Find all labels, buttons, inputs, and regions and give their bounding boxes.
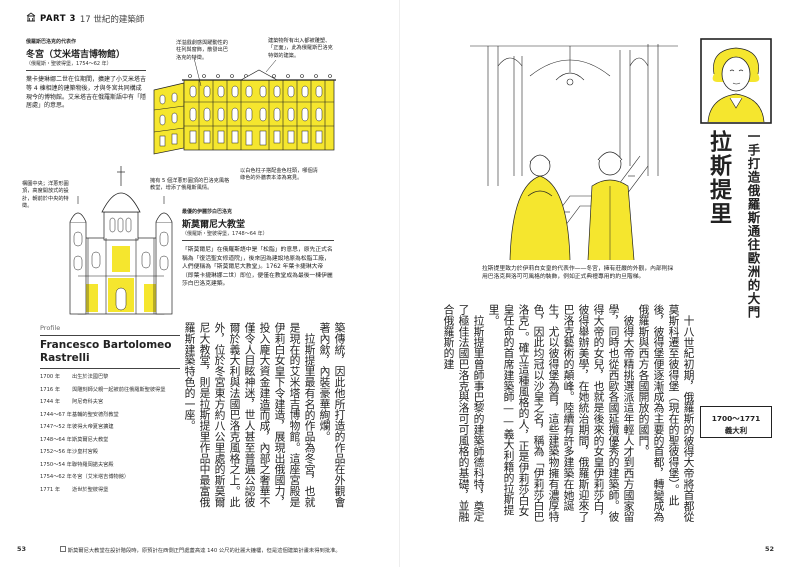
staircase-caption: 拉斯提里致力於伊莉白女皇的代表作——冬宮，擁有莊嚴的外觀，內部則採用巴洛克與洛可… [482, 266, 674, 281]
timeline-event: 基輔的聖安德烈教堂 [72, 411, 119, 418]
timeline-event: 彼得大帝夏宮擴建 [72, 424, 114, 430]
timeline-event: 與雕刻師父親一起被前往俄羅斯聖彼得堡 [72, 386, 166, 393]
timeline-row: 1716 年 與雕刻師父親一起被前往俄羅斯聖彼得堡 [40, 387, 180, 393]
timeline-row: 1752～56 年沙皇村宮殿 [40, 449, 180, 455]
timeline-row: 1744～67 年基輔的聖安德烈教堂 [40, 412, 180, 418]
timeline-year: 1716 年 [40, 386, 61, 393]
footnote: 斯莫爾尼大教堂在設計階段時，原預計在西側正門處蓋高達 140 公尺的壯麗大鐘樓，… [60, 546, 360, 554]
timeline-year: 1752～56 年 [40, 449, 72, 455]
architect-years: 1700～1771 [711, 414, 761, 423]
timeline-event: 斯莫爾尼大教堂 [72, 436, 109, 443]
architect-name: 拉斯提里 [706, 130, 731, 226]
timeline-year: 1747～52 年 [40, 424, 72, 430]
right-paragraph-3: 拉斯提里曾師事巴黎的建築師德科特，奠定了極佳法國巴洛克與洛可可風格的基礎，並融合… [442, 304, 485, 522]
timeline-year: 1750～54 年 [40, 461, 72, 468]
profile-timeline: 1700 年 出生於法國巴黎 1716 年 與雕刻師父親一起被前往俄羅斯聖彼得堡 174… [40, 374, 180, 499]
architect-tagline-area: 一手打造俄羅斯通往歐洲的大門 [740, 130, 766, 370]
timeline-row: 1771 年 逝世於聖彼得堡 [40, 487, 180, 493]
timeline-year: 1748～64 年 [40, 436, 72, 443]
building-icon [26, 12, 36, 25]
architect-name-area: 拉斯提里 [700, 130, 736, 380]
timeline-event: 沙皇村宮殿 [72, 449, 98, 455]
rastrelli-portrait [700, 38, 772, 124]
timeline-event: 逝世於聖彼得堡 [72, 486, 109, 493]
timeline-event: 冬宮（艾米塔吉博物館） [72, 474, 130, 480]
smolny-label: 最優的伊麗莎白巴洛克 [182, 209, 233, 215]
architect-years-box: 1700～1771 義大利 [700, 406, 772, 438]
timeline-row: 1748～64 年斯莫爾尼大教堂 [40, 437, 180, 443]
smolny-cathedral-illustration [69, 166, 173, 315]
chapter-label: 17 世紀的建築師 [79, 14, 145, 25]
winter-palace-body: 葉卡捷琳娜二世在位期間，擴建了小艾米塔吉等 4 棟相連的建築物後，才與冬宮共同構… [26, 76, 147, 110]
winter-palace-label: 俄羅斯巴洛克的代表作 [26, 39, 77, 45]
page-header: PART 3 17 世紀的建築師 [26, 12, 144, 25]
timeline-event: 聯特羅岡諾夫宮殿 [72, 461, 114, 468]
timeline-row: 1744 年 阿尼奇科夫宮 [40, 399, 180, 405]
footnote-text: 斯莫爾尼大教堂在設計階段時，原預計在西側正門處蓋高達 140 公尺的壯麗大鐘樓，… [67, 548, 341, 554]
timeline-year: 1744～67 年 [40, 411, 72, 418]
footnote-mark-icon [60, 546, 68, 554]
architect-nationality: 義大利 [724, 426, 748, 435]
profile-box: Profile Francesco Bartolomeo Rastrelli 1… [40, 324, 180, 514]
profile-name: Francesco Bartolomeo Rastrelli [40, 339, 172, 364]
smolny-note-domes: 構圖中央；洋蔥形圓頂，高度開放式的設計，朝前於中央的特徵。 [22, 181, 69, 210]
profile-label: Profile [40, 324, 61, 332]
timeline-row: 1750～54 年聯特羅岡諾夫宮殿 [40, 462, 180, 468]
palace-note-roof: 建築物所有出入都被雕塑、「正面」，此為俄羅斯巴洛克特徵的建築。 [268, 38, 333, 59]
smolny-title: 斯莫爾尼大教堂 [182, 220, 246, 230]
timeline-event: 出生於法國巴黎 [72, 374, 109, 380]
left-paragraph-1: 築傳統，因此他所打造的作品在外觀會著內歛，內裝豪華絢爛。 [318, 322, 346, 508]
timeline-row: 1747～52 年彼得大帝夏宮擴建 [40, 424, 180, 430]
part-label: PART 3 [40, 13, 76, 24]
timeline-row: 1754～62 年冬宮（艾米塔吉博物館） [40, 474, 180, 480]
winter-palace-meta: （俄羅斯・聖彼得堡，1754～62 年） [26, 61, 146, 71]
timeline-row: 1700 年 出生於法國巴黎 [40, 374, 180, 380]
page-number-right: 52 [765, 545, 775, 553]
left-paragraph-2: 拉斯提里最有名的作品為冬宮，也就是現在的艾米塔吉博物館。這座宮殿是伊莉白女皇下令… [183, 322, 316, 508]
right-page-body: 十八世紀初期，俄羅斯的彼得大帝將首都從莫斯科遷至彼得堡（現在的聖彼得堡）。此後，… [442, 304, 696, 524]
timeline-year: 1744 年 [40, 399, 61, 405]
smolny-note-tower: 擁有 5 個洋蔥形圓頂的巴洛克風格教堂，增添了俄羅斯風情。 [150, 178, 230, 192]
winter-palace-illustration [153, 57, 336, 155]
right-paragraph-1: 十八世紀初期，俄羅斯的彼得大帝將首都從莫斯科遷至彼得堡（現在的聖彼得堡）。此後，… [637, 304, 695, 522]
timeline-year: 1771 年 [40, 486, 61, 493]
right-paragraph-2: 彼得大帝精挑選派這年輕人才到西方國家留學，同時也從西歐各國延攬優秀的建築師。彼得… [487, 304, 635, 522]
jordan-staircase-illustration [470, 44, 678, 260]
timeline-event: 阿尼奇科夫宮 [72, 399, 104, 405]
architect-tagline: 一手打造俄羅斯通往歐洲的大門 [745, 130, 761, 319]
timeline-year: 1700 年 [40, 374, 61, 380]
palace-note-windows: 洋溢戲劇感與躍動性的柱列與窗飾，散發出巴洛克的特徵。 [176, 40, 228, 61]
timeline-year: 1754～62 年 [40, 474, 72, 480]
smolny-block: 最優的伊麗莎白巴洛克 斯莫爾尼大教堂 （俄羅斯・聖彼得堡，1748～64 年） … [182, 209, 334, 289]
smolny-body: 「斯莫爾尼」在俄羅斯語中是「松脂」的意思，原先正式名稱為「復活聖女修道院」，後來… [182, 247, 333, 288]
left-page-body: 築傳統，因此他所打造的作品在外觀會著內歛，內裝豪華絢爛。 拉斯提里最有名的作品為… [183, 322, 347, 518]
page-number-left: 53 [17, 545, 27, 553]
winter-palace-block: 俄羅斯巴洛克的代表作 冬宮（艾米塔吉博物館） （俄羅斯・聖彼得堡，1754～62… [26, 39, 146, 111]
palace-note-colors: 以白色柱子搭配金色柱頭，哪個清綠色的外牆表本漆為寫見。 [240, 168, 318, 182]
smolny-meta: （俄羅斯・聖彼得堡，1748～64 年） [182, 231, 334, 241]
winter-palace-title: 冬宮（艾米塔吉博物館） [26, 50, 126, 60]
